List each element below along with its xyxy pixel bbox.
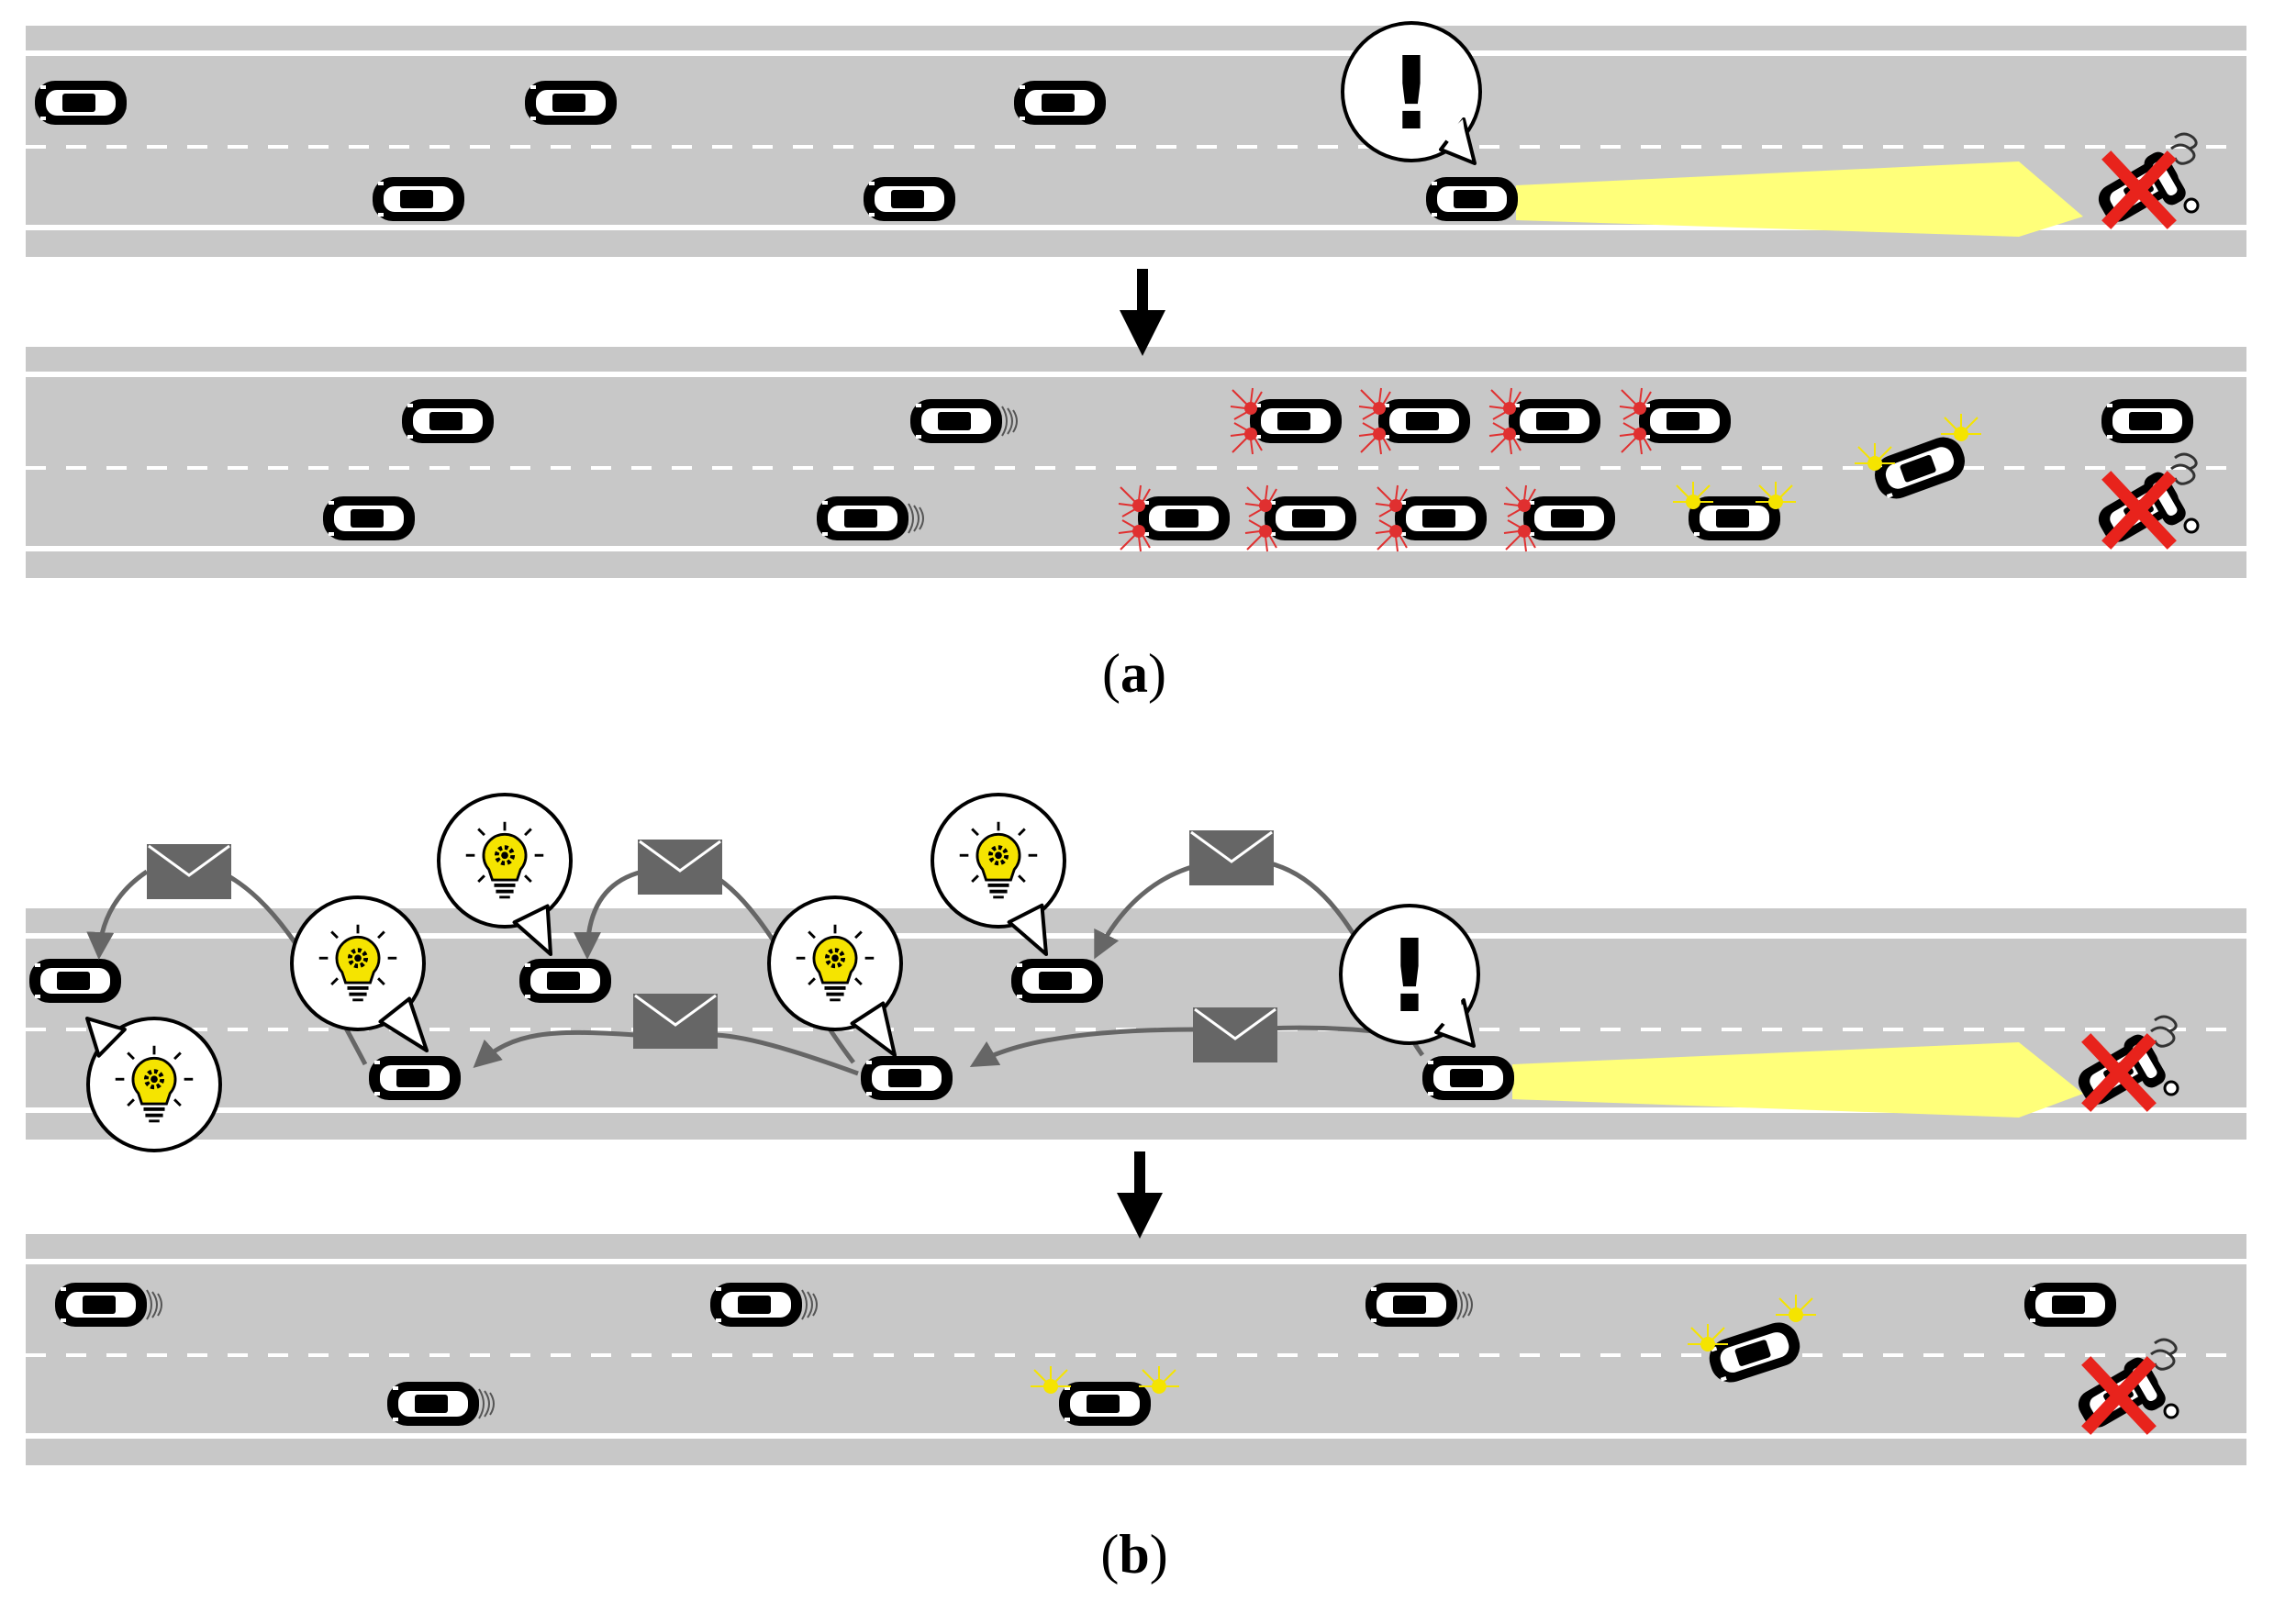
car-top-view-icon bbox=[369, 1056, 461, 1100]
exclamation-speech-bubble-icon: ! bbox=[1339, 904, 1480, 1048]
car-top-view-icon bbox=[373, 177, 464, 221]
exclamation-speech-bubble-icon: ! bbox=[1341, 21, 1482, 165]
lightbulb-gear-speech-bubble-icon bbox=[931, 793, 1066, 956]
lightbulb-gear-speech-bubble-icon bbox=[290, 895, 429, 1052]
car-top-view-icon bbox=[1378, 399, 1470, 443]
roads bbox=[0, 22, 2246, 1469]
car-top-view-icon bbox=[35, 81, 127, 125]
alert-symbol: ! bbox=[1388, 35, 1434, 152]
car-top-view-icon bbox=[910, 399, 1002, 443]
car-top-view-icon bbox=[29, 959, 121, 1003]
car-top-view-icon bbox=[1138, 496, 1230, 540]
down-arrow-icon bbox=[1117, 1151, 1163, 1239]
headlight-beam-icon bbox=[1516, 161, 2083, 237]
envelope-icon bbox=[1193, 1007, 1277, 1062]
car-top-view-icon bbox=[864, 177, 955, 221]
envelope-icon bbox=[147, 844, 231, 899]
lightbulb-gear-speech-bubble-icon bbox=[767, 895, 903, 1057]
car-top-view-icon bbox=[1011, 959, 1103, 1003]
car-top-view-icon bbox=[1250, 399, 1342, 443]
lightbulb-gear-speech-bubble-icon bbox=[85, 1017, 222, 1152]
envelope-icon bbox=[1189, 830, 1274, 885]
car-top-view-icon bbox=[1689, 496, 1780, 540]
envelope-icon bbox=[638, 840, 722, 895]
car-top-view-icon bbox=[519, 959, 611, 1003]
alert-symbol: ! bbox=[1387, 918, 1432, 1035]
envelope-icon bbox=[633, 994, 718, 1049]
car-top-view-icon bbox=[525, 81, 617, 125]
car-top-view-icon bbox=[710, 1283, 802, 1327]
car-top-view-icon bbox=[1366, 1283, 1457, 1327]
idea-bubbles bbox=[85, 793, 1066, 1152]
car-top-view-icon bbox=[861, 1056, 953, 1100]
car-top-view-icon bbox=[1395, 496, 1487, 540]
lightbulb-gear-speech-bubble-icon bbox=[437, 793, 573, 956]
car-top-view-icon bbox=[1059, 1382, 1151, 1426]
down-arrow-icon bbox=[1120, 269, 1165, 356]
car-top-view-icon bbox=[1422, 1056, 1514, 1100]
car-top-view-icon bbox=[1426, 177, 1518, 221]
car-top-view-icon bbox=[2024, 1283, 2116, 1327]
caption-b: (b) bbox=[1100, 1524, 1168, 1585]
car-top-view-icon bbox=[1509, 399, 1600, 443]
car-top-view-icon bbox=[55, 1283, 147, 1327]
car-top-view-icon bbox=[2101, 399, 2193, 443]
car-top-view-icon bbox=[402, 399, 494, 443]
road-segment bbox=[0, 1230, 2246, 1469]
car-top-view-icon bbox=[817, 496, 908, 540]
car-top-view-icon bbox=[387, 1382, 479, 1426]
caption-a: (a) bbox=[1102, 643, 1166, 704]
car-top-view-icon bbox=[323, 496, 415, 540]
car-top-view-icon bbox=[1639, 399, 1731, 443]
car-top-view-icon bbox=[1014, 81, 1106, 125]
headlight-beam-icon bbox=[1512, 1042, 2083, 1118]
car-top-view-icon bbox=[1523, 496, 1615, 540]
car-top-view-icon bbox=[1265, 496, 1356, 540]
